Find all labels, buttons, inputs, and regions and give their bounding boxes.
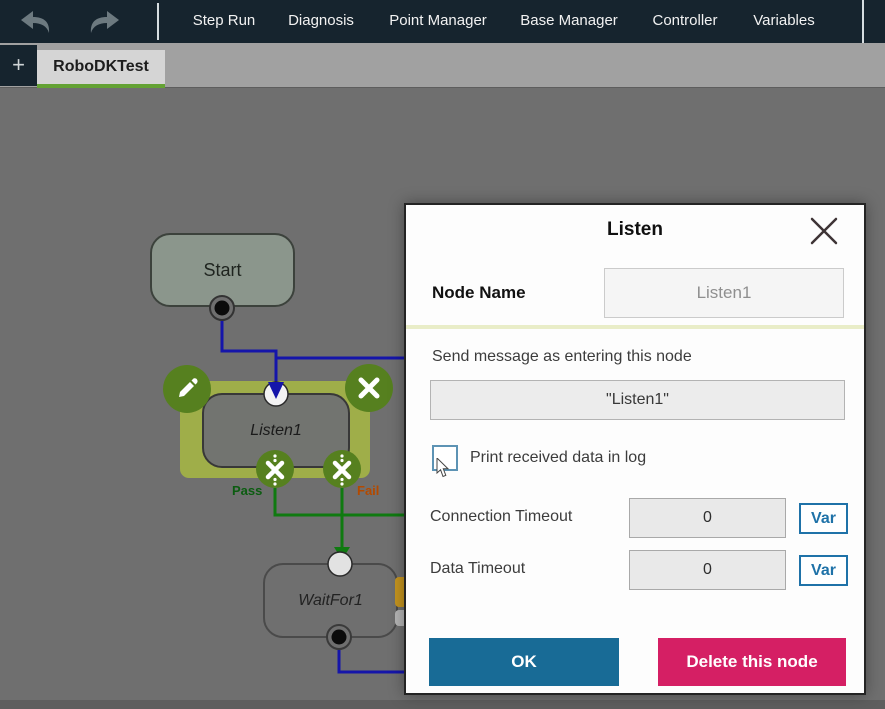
fail-port-disconnect-button[interactable] bbox=[323, 450, 361, 488]
menu-item-variables[interactable]: Variables bbox=[753, 12, 815, 29]
tab-robodktest[interactable]: RoboDKTest bbox=[37, 50, 165, 88]
port-x-icon bbox=[265, 454, 285, 486]
tab-bar: + RoboDKTest bbox=[0, 43, 885, 88]
node-listen1-label: Listen1 bbox=[250, 421, 302, 439]
node-waitfor1-label: WaitFor1 bbox=[298, 591, 363, 609]
menu-item-base-manager[interactable]: Base Manager bbox=[520, 12, 618, 29]
menu-item-point-manager[interactable]: Point Manager bbox=[389, 12, 487, 29]
menu-item-controller[interactable]: Controller bbox=[652, 12, 718, 29]
hidden-node-edge bbox=[395, 610, 404, 626]
close-icon bbox=[810, 217, 838, 245]
pass-port-disconnect-button[interactable] bbox=[256, 450, 294, 488]
pencil-icon bbox=[179, 378, 198, 397]
menu-item-step-run[interactable]: Step Run bbox=[192, 12, 256, 29]
edit-node-button[interactable] bbox=[163, 365, 211, 413]
send-message-input[interactable] bbox=[430, 380, 845, 420]
undo-icon[interactable] bbox=[18, 9, 56, 35]
connection-timeout-var-button[interactable]: Var bbox=[799, 503, 848, 534]
top-navbar: Step Run Diagnosis Point Manager Base Ma… bbox=[0, 0, 885, 43]
send-message-label: Send message as entering this node bbox=[432, 348, 692, 365]
dialog-title: Listen bbox=[607, 219, 663, 240]
canvas-bottom-strip bbox=[0, 700, 885, 709]
data-timeout-var-button[interactable]: Var bbox=[799, 555, 848, 586]
navbar-divider-left bbox=[157, 3, 159, 40]
hidden-node-badge bbox=[395, 577, 404, 607]
connection-timeout-input[interactable] bbox=[629, 498, 786, 538]
node-waitfor1[interactable]: WaitFor1 bbox=[263, 563, 398, 638]
node-name-input[interactable] bbox=[604, 268, 844, 318]
node-start[interactable]: Start bbox=[150, 233, 295, 307]
menu-item-diagnosis[interactable]: Diagnosis bbox=[288, 12, 354, 29]
node-start-label: Start bbox=[203, 259, 242, 280]
close-icon bbox=[358, 377, 380, 399]
dialog-close-button[interactable] bbox=[808, 215, 840, 247]
print-log-label: Print received data in log bbox=[470, 449, 647, 466]
delete-node-canvas-button[interactable] bbox=[345, 364, 393, 412]
listen-node-dialog: Listen Node Name Send message as enterin… bbox=[404, 203, 866, 695]
data-timeout-label: Data Timeout bbox=[430, 560, 526, 577]
port-x-icon bbox=[332, 454, 352, 486]
redo-icon[interactable] bbox=[84, 9, 122, 35]
delete-this-node-button[interactable]: Delete this node bbox=[658, 638, 846, 686]
add-tab-button[interactable]: + bbox=[0, 45, 37, 86]
navbar-divider-right bbox=[862, 0, 864, 43]
print-log-checkbox[interactable] bbox=[432, 445, 458, 471]
data-timeout-input[interactable] bbox=[629, 550, 786, 590]
connection-timeout-label: Connection Timeout bbox=[430, 508, 573, 525]
ok-button[interactable]: OK bbox=[429, 638, 619, 686]
dialog-separator bbox=[406, 325, 864, 329]
listen1-pass-output-label: Pass bbox=[232, 483, 263, 498]
node-name-label: Node Name bbox=[432, 283, 526, 302]
listen1-fail-output-label: Fail bbox=[357, 483, 380, 498]
